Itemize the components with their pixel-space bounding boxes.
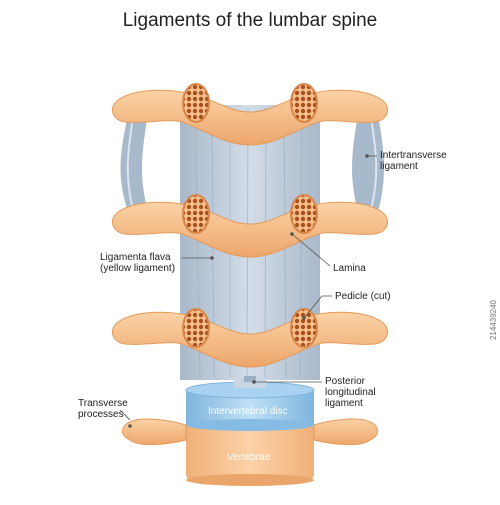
leader-lines <box>119 154 377 428</box>
pedicle-cut-right <box>290 308 318 348</box>
pedicle-cut-left <box>182 83 210 123</box>
posterior-longitudinal-ligament-strip <box>234 376 266 388</box>
leader-transverse <box>119 409 131 421</box>
label-posterior-longitudinal: Posterior longitudinal ligament <box>325 376 376 409</box>
label-intervertebral-disc: Intervertebral disc <box>208 406 288 417</box>
leader-lamina <box>291 233 331 267</box>
intervertebral-disc <box>185 381 315 431</box>
vertebral-arch-1 <box>111 83 389 146</box>
intertransverse-ligament-left <box>120 115 148 212</box>
stock-id: 214439240 <box>489 300 498 341</box>
label-lamina: Lamina <box>333 263 366 274</box>
label-vertebrae: Vertebrae <box>227 452 271 463</box>
label-transverse-processes: Transverse processes <box>78 398 128 420</box>
label-pedicle: Pedicle (cut) <box>335 291 391 302</box>
pedicle-cut-left <box>182 308 210 348</box>
leader-pedicle <box>303 295 332 319</box>
diagram-title: Ligaments of the lumbar spine <box>122 10 378 31</box>
vertebral-arch-2 <box>111 194 389 258</box>
pedicle-cut-left <box>182 194 210 234</box>
intertransverse-ligament-right <box>352 115 384 212</box>
pedicle-cut-right <box>290 194 318 234</box>
pedicle-cut-right <box>290 83 318 123</box>
vertebral-arch-3 <box>111 308 389 368</box>
transverse-process <box>122 418 378 446</box>
label-ligamenta-flava: Ligamenta flava (yellow ligament) <box>100 252 176 274</box>
label-intertransverse: Intertransverse ligament <box>380 150 447 172</box>
